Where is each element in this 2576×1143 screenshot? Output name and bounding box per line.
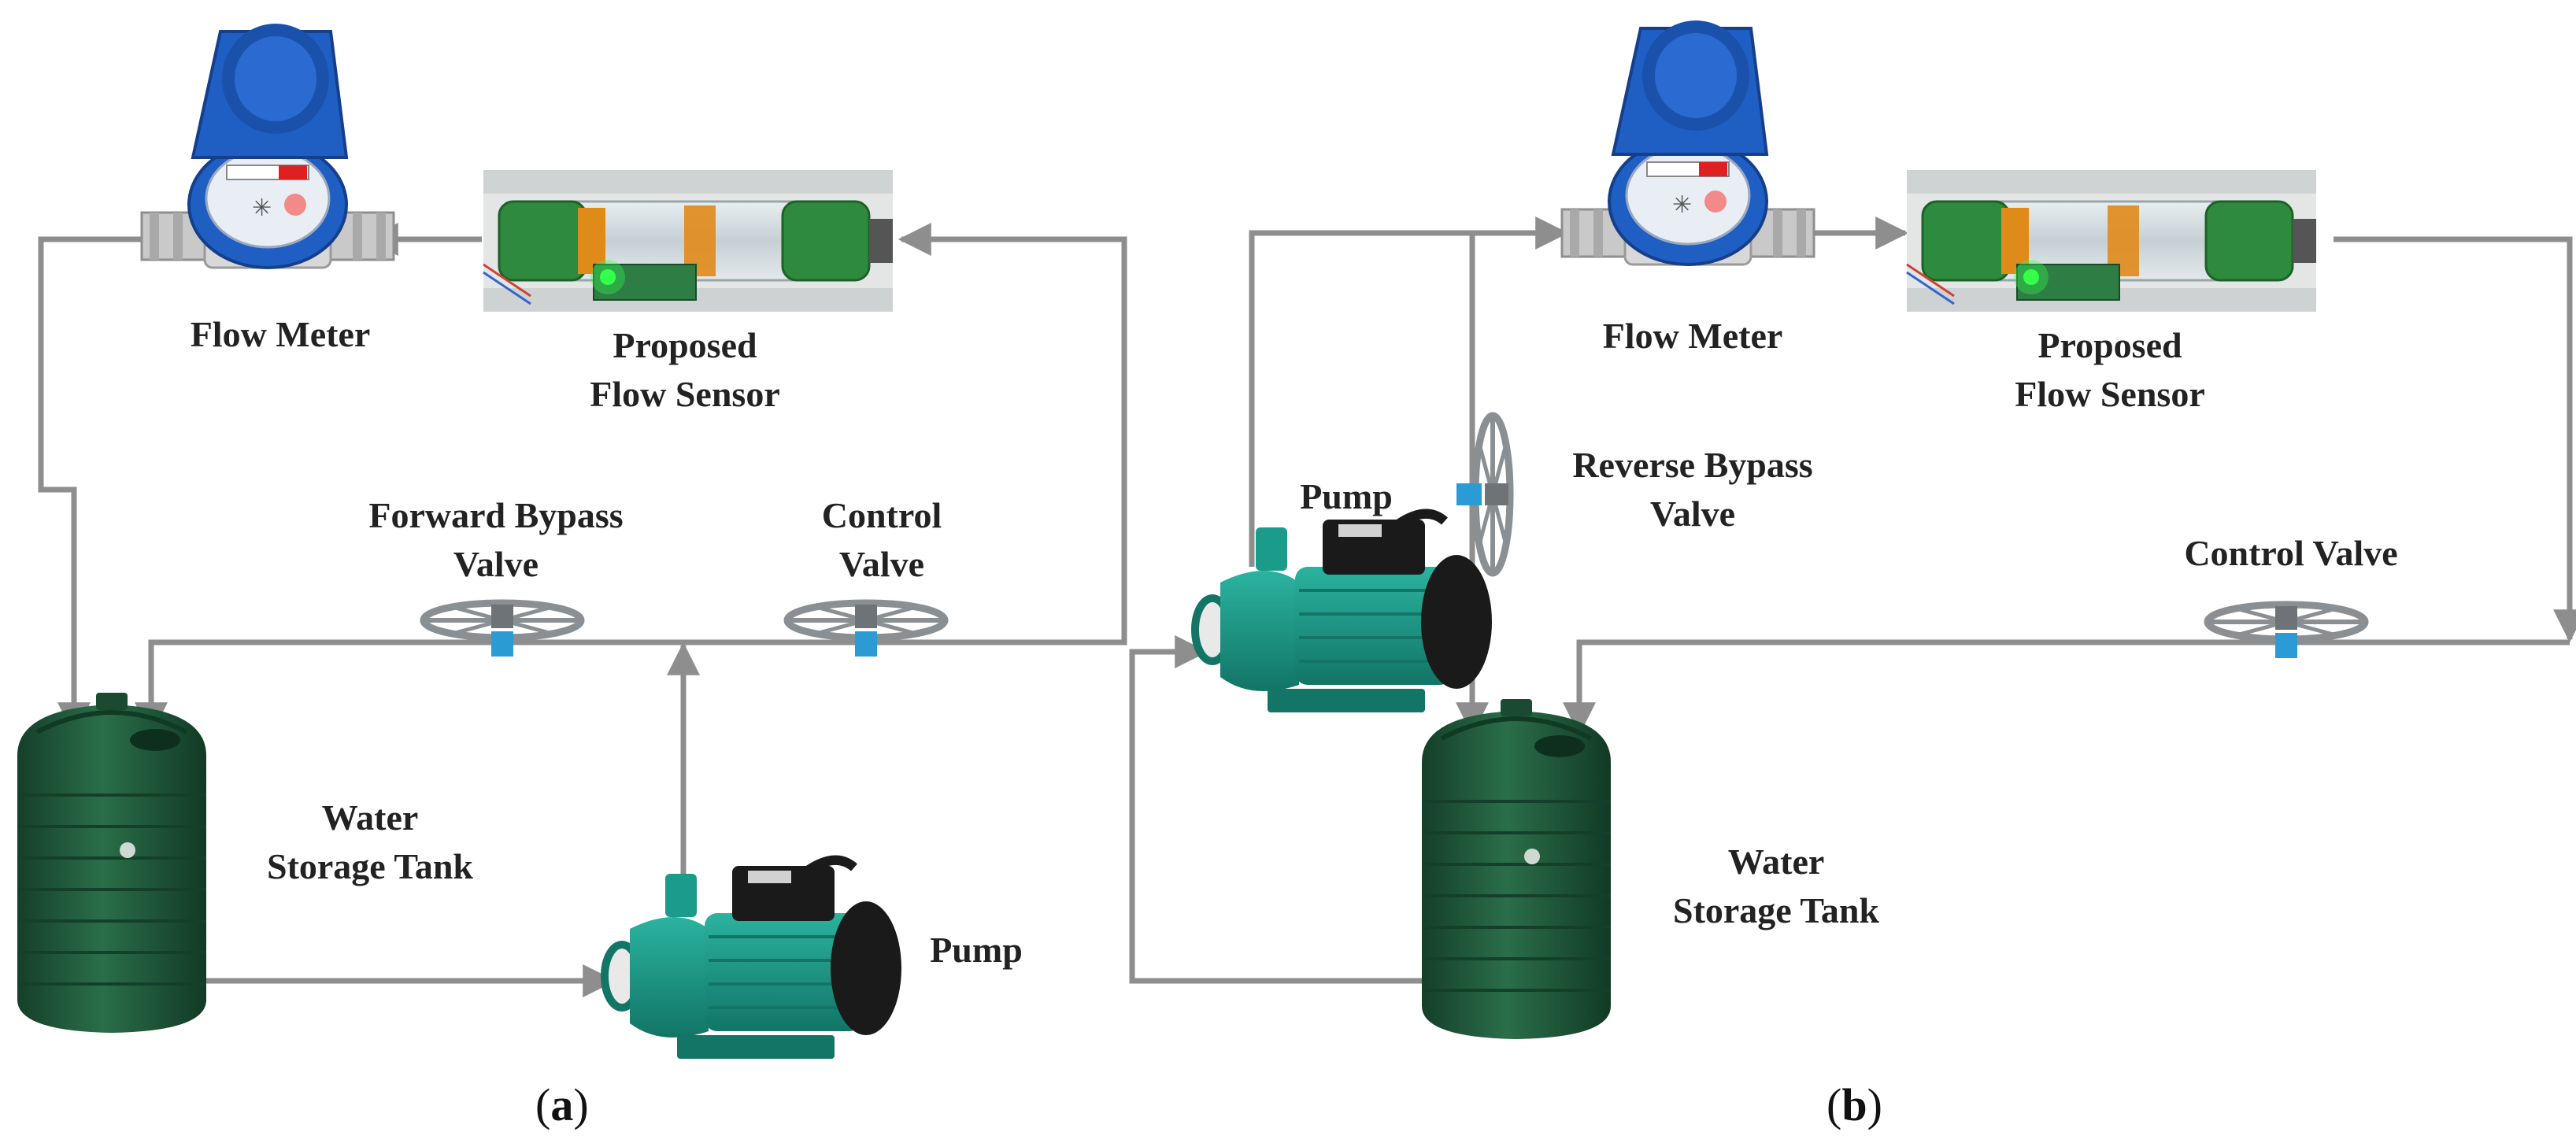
control-valve-icon [787, 603, 945, 657]
caption-b-letter: b [1841, 1079, 1867, 1130]
pipe-sensor-to-control-b [2334, 236, 2576, 643]
pump-label-a: Pump [905, 926, 1047, 975]
pipe-pump-to-meter-b [1249, 216, 1569, 567]
caption-b: (b) [1827, 1078, 1882, 1131]
flow-sensor-line-1: Proposed [2037, 325, 2182, 365]
caption-a-open: ( [535, 1079, 551, 1130]
pump-icon [1195, 514, 1492, 712]
flow-meter-label-a: Flow Meter [154, 310, 406, 359]
pipe-return-to-sensor-a [683, 223, 1127, 645]
water-tank-icon [1422, 699, 1611, 1039]
flow-meter-label-b: Flow Meter [1567, 312, 1819, 361]
control-valve-label-a: Control Valve [779, 491, 984, 589]
control-valve-text: Control Valve [2184, 533, 2398, 573]
water-tank-line-2: Storage Tank [266, 846, 474, 886]
reverse-bypass-valve-label-b: Reverse Bypass Valve [1535, 441, 1850, 538]
caption-a-letter: a [550, 1079, 574, 1130]
pump-label-b: Pump [1275, 472, 1417, 521]
caption-a: (a) [535, 1078, 589, 1131]
flow-meter-icon [140, 22, 395, 269]
control-valve-line-1: Control [821, 495, 942, 535]
caption-b-close: ) [1867, 1079, 1882, 1130]
caption-b-open: ( [1827, 1079, 1842, 1130]
forward-bypass-valve-label-a: Forward Bypass Valve [339, 491, 653, 589]
panel-b [1129, 19, 2576, 1039]
water-tank-line-1: Water [321, 797, 419, 838]
pump-text: Pump [930, 930, 1023, 970]
flow-sensor-label-a: Proposed Flow Sensor [551, 321, 819, 419]
pipe-tank-to-pump-b [1129, 635, 1425, 984]
control-valve-label-b: Control Valve [2149, 529, 2433, 578]
flow-sensor-line-2: Flow Sensor [2015, 374, 2205, 414]
flow-sensor-line-2: Flow Sensor [590, 374, 780, 414]
control-valve-line-2: Valve [838, 544, 925, 584]
flow-sensor-label-b: Proposed Flow Sensor [1976, 321, 2244, 419]
pipe-bypass-to-tank-a [135, 639, 683, 736]
pipe-meter-to-tank-a [38, 236, 173, 736]
forward-bypass-valve-icon [424, 603, 581, 657]
reverse-bypass-line-2: Valve [1649, 494, 1736, 534]
flow-sensor-line-1: Proposed [613, 325, 757, 365]
forward-bypass-line-1: Forward Bypass [368, 495, 624, 535]
water-tank-label-b: Water Storage Tank [1642, 838, 1910, 935]
reverse-bypass-valve-icon [1456, 416, 1510, 573]
flow-meter-text: Flow Meter [190, 314, 371, 354]
water-tank-icon [17, 693, 206, 1033]
pipe-control-to-tank-b [1563, 639, 2570, 736]
flow-sensor-icon [482, 168, 894, 313]
flow-meter-text: Flow Meter [1602, 316, 1783, 356]
reverse-bypass-line-1: Reverse Bypass [1572, 445, 1813, 485]
water-tank-line-2: Storage Tank [1672, 890, 1880, 930]
panel-a [17, 22, 1127, 1059]
pump-icon [605, 860, 901, 1059]
caption-a-close: ) [573, 1079, 589, 1130]
water-tank-label-a: Water Storage Tank [236, 793, 504, 891]
water-tank-line-1: Water [1727, 842, 1825, 882]
forward-bypass-line-2: Valve [453, 544, 539, 584]
flow-meter-icon [1560, 19, 1815, 266]
flow-sensor-icon [1905, 168, 2318, 313]
control-valve-icon [2208, 605, 2365, 658]
pump-text: Pump [1300, 476, 1393, 516]
